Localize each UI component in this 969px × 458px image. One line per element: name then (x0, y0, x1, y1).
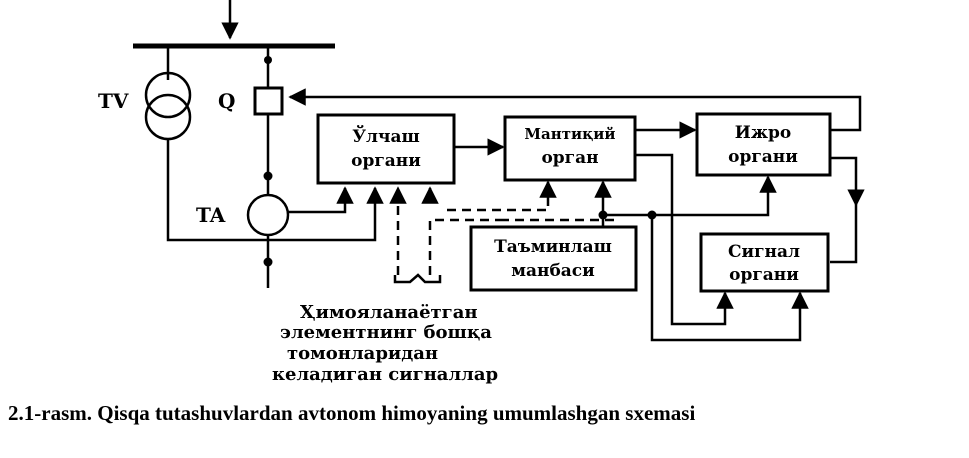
logic-organ-line2: орган (541, 148, 598, 168)
tv-label: TV (98, 89, 129, 113)
power-supply-block: Таъминлаш манбаси (469, 225, 638, 292)
measuring-organ-line1: Ўлчаш (352, 125, 420, 147)
logic-organ-line1: Мантиқий (524, 125, 615, 143)
signal-organ-block: Сигнал органи (699, 232, 830, 293)
executive-down-arrow (830, 156, 865, 207)
tv-to-measuring-line (166, 139, 384, 242)
annotation-line4: келадиган сигналлар (272, 364, 498, 385)
ta-current-transformer (246, 193, 290, 237)
signal-organ-line2: органи (729, 265, 799, 285)
executive-to-signal-line (830, 205, 858, 264)
logic-to-signal-line (635, 153, 734, 326)
external-signal-bracket (393, 273, 442, 284)
ta-label: TA (196, 203, 226, 227)
ta-to-measuring-line (288, 186, 354, 214)
measuring-organ-block: Ўлчаш органи (316, 113, 456, 185)
breaker-q (253, 86, 284, 116)
trip-command-line (288, 88, 862, 132)
supply-to-executive-line (652, 175, 777, 217)
executive-organ-block: Ижро органи (695, 112, 832, 177)
annotation-line3: томонларидан (287, 343, 438, 364)
external-signal-2 (428, 218, 500, 275)
main-line-node (264, 56, 272, 64)
power-supply-line2: манбаси (511, 261, 595, 281)
executive-organ-line1: Ижро (735, 123, 791, 143)
power-supply-line1: Таъминлаш (494, 237, 612, 257)
ta-upper-node (263, 171, 273, 181)
annotation-line1: Ҳимояланаётган (300, 302, 478, 323)
external-signal-to-logic (447, 180, 557, 212)
signal-organ-line1: Сигнал (728, 242, 800, 262)
measuring-organ-line2: органи (351, 151, 421, 171)
logic-organ-block: Мантиқий орган (503, 115, 637, 182)
annotation-line2: элементнинг бошқа (280, 322, 492, 343)
figure-caption: 2.1-rasm. Qisqa tutashuvlardan avtonom h… (8, 401, 695, 425)
supply-to-signal-line (650, 215, 809, 342)
q-label: Q (218, 89, 235, 113)
ta-lower-node (263, 257, 273, 267)
tv-winding-upper (144, 71, 192, 119)
executive-organ-line2: органи (728, 147, 798, 167)
